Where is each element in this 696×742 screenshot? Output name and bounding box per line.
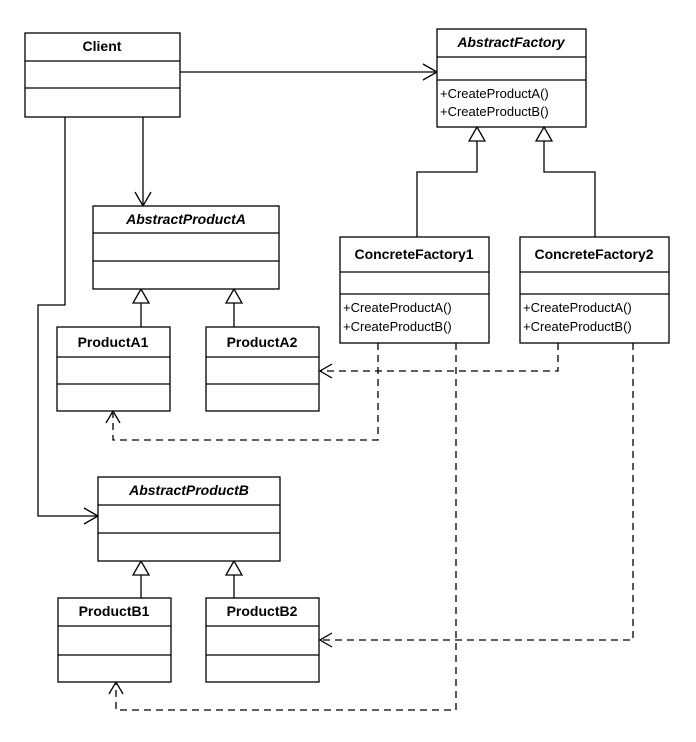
class-abstract-product-b[interactable]: AbstractProductB (97, 476, 281, 562)
class-name-product-a2: ProductA2 (227, 334, 298, 350)
generalization-productb2 (224, 559, 244, 598)
class-name-product-b2: ProductB2 (227, 603, 298, 619)
class-name-concrete-factory-1: ConcreteFactory1 (354, 246, 473, 262)
class-concrete-factory-2[interactable]: ConcreteFactory2 +CreateProductA() +Crea… (519, 236, 670, 344)
class-product-b1[interactable]: ProductB1 (57, 597, 172, 683)
generalization-concretefactory1 (416, 125, 487, 237)
generalization-producta2 (224, 287, 244, 327)
class-name-client: Client (83, 38, 122, 54)
class-product-a1[interactable]: ProductA1 (56, 326, 171, 412)
class-name-product-a1: ProductA1 (78, 334, 149, 350)
class-name-concrete-factory-2: ConcreteFactory2 (534, 246, 653, 262)
class-name-product-b1: ProductB1 (79, 603, 150, 619)
class-product-b2[interactable]: ProductB2 (205, 597, 320, 683)
class-name-abstract-product-b: AbstractProductB (128, 482, 249, 498)
class-product-a2[interactable]: ProductA2 (205, 326, 320, 412)
op-create-product-b: +CreateProductB() (523, 319, 632, 334)
op-create-product-a: +CreateProductA() (343, 300, 452, 315)
dependency-cf2-producta2 (318, 343, 559, 379)
association-client-abstractproducta (134, 117, 152, 208)
class-name-abstract-product-a: AbstractProductA (125, 211, 246, 227)
class-abstract-factory[interactable]: AbstractFactory +CreateProductA() +Creat… (436, 28, 587, 128)
class-abstract-product-a[interactable]: AbstractProductA (92, 205, 280, 290)
class-name-abstract-factory: AbstractFactory (456, 34, 566, 50)
class-concrete-factory-1[interactable]: ConcreteFactory1 +CreateProductA() +Crea… (339, 236, 490, 344)
op-create-product-a: +CreateProductA() (523, 300, 632, 315)
dependency-cf2-productb2 (318, 343, 634, 648)
op-create-product-a: +CreateProductA() (440, 86, 549, 101)
generalization-producta1 (131, 287, 151, 327)
op-create-product-b: +CreateProductB() (440, 104, 549, 119)
class-client[interactable]: Client (24, 32, 181, 118)
op-create-product-b: +CreateProductB() (343, 319, 452, 334)
generalization-productb1 (131, 559, 151, 598)
association-client-abstractproductb (37, 117, 100, 525)
generalization-concretefactory2 (534, 125, 596, 237)
association-client-abstractfactory (180, 63, 439, 81)
